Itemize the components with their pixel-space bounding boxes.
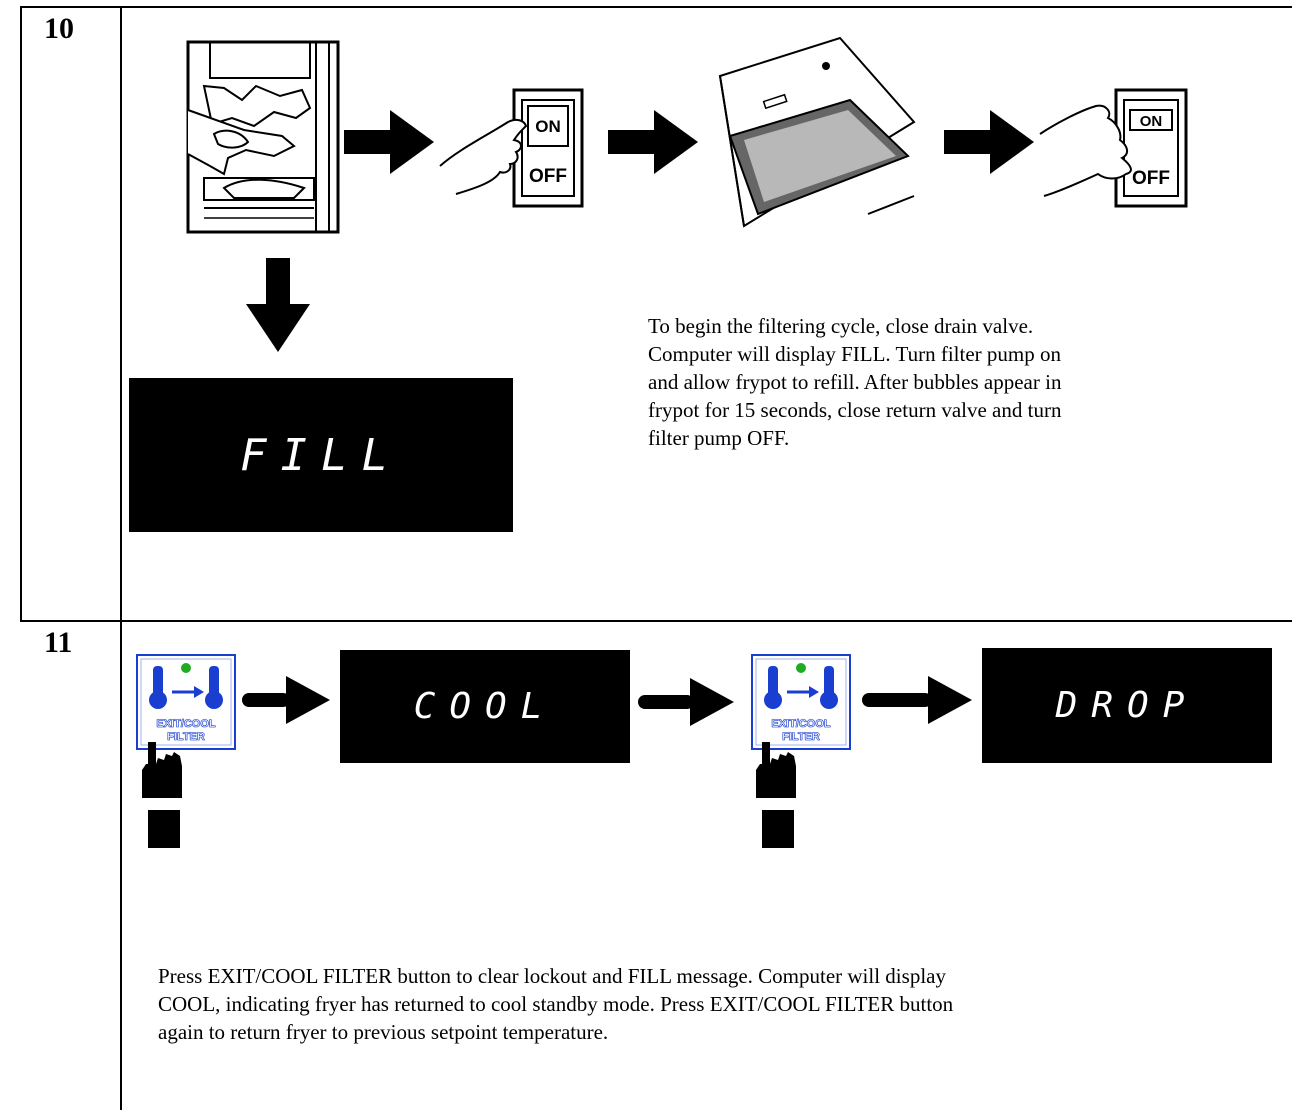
frypot-refill-illustration [718, 36, 916, 228]
exit-cool-filter-button[interactable]: EXIT/COOL FILTER [751, 654, 851, 750]
filter-pump-switch-off: ON OFF [1039, 88, 1188, 208]
text-line: Computer will display FILL. Turn filter … [648, 342, 1061, 366]
thermometer-icon [136, 654, 236, 750]
display-text: FILL [240, 429, 402, 481]
text-line: To begin the filtering cycle, close drai… [648, 314, 1034, 338]
indicator-light [181, 663, 191, 673]
text-line: frypot for 15 seconds, close return valv… [648, 398, 1062, 422]
computer-display-drop: DROP [982, 648, 1272, 763]
pressing-hand-icon [756, 742, 796, 848]
arrow-right-icon [242, 676, 330, 724]
indicator-light [796, 663, 806, 673]
arrow-down-icon [246, 258, 310, 352]
display-text: DROP [1055, 685, 1199, 726]
pressing-hand-icon [142, 742, 182, 848]
table-row-divider [20, 620, 1292, 622]
table-column-divider [120, 6, 122, 1110]
display-text: COOL [413, 686, 557, 727]
arrow-right-icon [344, 110, 434, 174]
button-label-line2: FILTER [782, 731, 820, 744]
step-10-instructions: To begin the filtering cycle, close drai… [648, 312, 1208, 452]
switch-on-label: ON [535, 117, 561, 136]
button-label-line1: EXIT/COOL [156, 718, 216, 731]
arrow-right-icon [638, 678, 734, 726]
step-number-11: 11 [44, 626, 73, 659]
thermometer-icon [751, 654, 851, 750]
filter-pump-switch-on: ON OFF [439, 88, 584, 208]
button-label-line1: EXIT/COOL [771, 718, 831, 731]
text-line: filter pump OFF. [648, 426, 790, 450]
arrow-right-icon [862, 676, 972, 724]
fryer-cabinet-illustration [186, 40, 340, 234]
step-number-10: 10 [44, 12, 74, 45]
table-top-border [20, 6, 1292, 8]
switch-off-label: OFF [529, 166, 567, 187]
text-line: Press EXIT/COOL FILTER button to clear l… [158, 964, 946, 988]
computer-display-fill: FILL [129, 378, 513, 532]
text-line: again to return fryer to previous setpoi… [158, 1020, 609, 1044]
arrow-right-icon [944, 110, 1034, 174]
switch-off-label: OFF [1132, 168, 1170, 189]
computer-display-cool: COOL [340, 650, 630, 763]
step-11-instructions: Press EXIT/COOL FILTER button to clear l… [158, 962, 1258, 1046]
button-label-line2: FILTER [167, 731, 205, 744]
text-line: and allow frypot to refill. After bubble… [648, 370, 1062, 394]
text-line: COOL, indicating fryer has returned to c… [158, 992, 954, 1016]
switch-on-label: ON [1140, 113, 1163, 130]
exit-cool-filter-button[interactable]: EXIT/COOL FILTER [136, 654, 236, 750]
table-left-border [20, 6, 22, 621]
arrow-right-icon [608, 110, 698, 174]
